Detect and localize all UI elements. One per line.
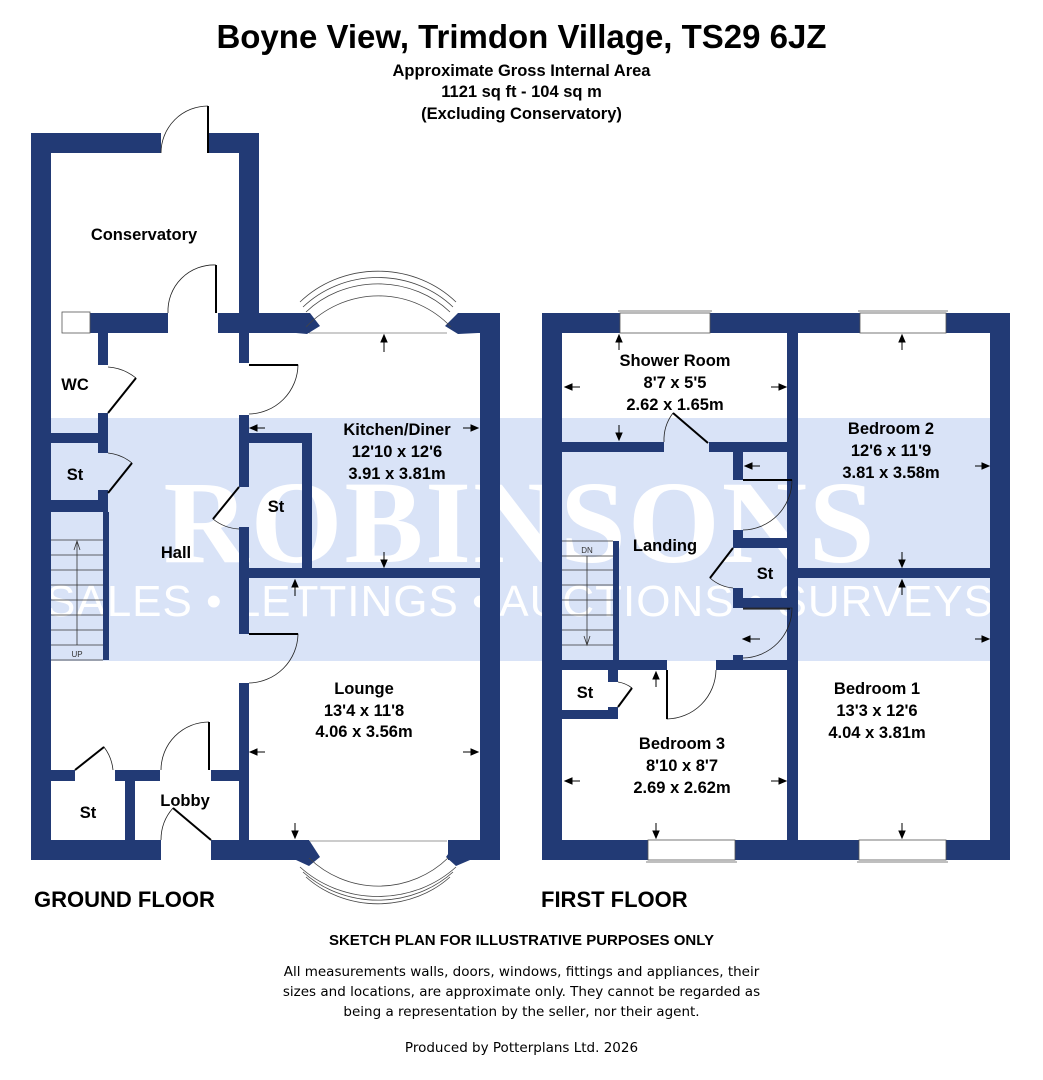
stairs-up-label: UP (71, 650, 82, 659)
room-store-3: St (80, 804, 97, 822)
room-store-2: St (268, 498, 285, 516)
area-note: (Excluding Conservatory) (421, 105, 622, 123)
watermark-tagline: SALES • LETTINGS • AUCTIONS • SURVEYS (46, 577, 994, 626)
watermark-band (50, 418, 990, 661)
disclaimer-body: All measurements walls, doors, windows, … (0, 962, 1043, 1022)
disclaimer-line-2: sizes and locations, are approximate onl… (282, 984, 761, 1000)
area-value: 1121 sq ft - 104 sq m (441, 83, 602, 101)
room-bedroom-2: Bedroom 2 (848, 420, 934, 438)
room-shower-room: Shower Room (620, 352, 731, 370)
room-bedroom-3-metric: 2.69 x 2.62m (633, 779, 730, 797)
producer-credit: Produced by Potterplans Ltd. 2026 (404, 1040, 639, 1056)
room-bedroom-1: Bedroom 1 (834, 680, 920, 698)
room-lounge-imperial: 13'4 x 11'8 (324, 702, 404, 720)
room-store-bed3: St (577, 684, 594, 702)
room-bedroom-2-metric: 3.81 x 3.58m (842, 464, 939, 482)
disclaimer-line-1: All measurements walls, doors, windows, … (283, 964, 760, 980)
plan-title: Boyne View, Trimdon Village, TS29 6JZ (216, 18, 827, 55)
room-bedroom-1-metric: 4.04 x 3.81m (828, 724, 925, 742)
ground-floor-label: GROUND FLOOR (34, 887, 215, 912)
room-bedroom-3: Bedroom 3 (639, 735, 725, 753)
disclaimer-title: SKETCH PLAN FOR ILLUSTRATIVE PURPOSES ON… (328, 932, 715, 949)
first-floor-plan: DN Shower Room 8'7 x 5'5 2.62 x 1.65m Be… (542, 310, 1010, 863)
room-bedroom-2-imperial: 12'6 x 11'9 (851, 442, 931, 460)
room-shower-room-metric: 2.62 x 1.65m (626, 396, 723, 414)
area-label: Approximate Gross Internal Area (392, 62, 651, 80)
room-kitchen-diner-imperial: 12'10 x 12'6 (352, 443, 442, 461)
room-kitchen-diner-metric: 3.91 x 3.81m (348, 465, 445, 483)
stairs-up (51, 539, 103, 661)
watermark-brand: ROBINSONS (163, 457, 876, 588)
first-floor-label: FIRST FLOOR (541, 887, 688, 912)
disclaimer-line-3: being a representation by the seller, no… (343, 1004, 700, 1020)
room-lobby: Lobby (160, 792, 210, 810)
room-store-1: St (67, 466, 84, 484)
room-bedroom-1-imperial: 13'3 x 12'6 (836, 702, 917, 720)
room-landing: Landing (633, 537, 697, 555)
room-kitchen-diner: Kitchen/Diner (343, 421, 451, 439)
room-wc: WC (61, 376, 89, 394)
stairs-down (562, 540, 613, 647)
room-bedroom-3-imperial: 8'10 x 8'7 (646, 757, 718, 775)
room-shower-room-imperial: 8'7 x 5'5 (644, 374, 707, 392)
room-hall: Hall (161, 544, 191, 562)
ground-floor-plan: UP Conservatory WC St Hall St Kitchen/Di… (31, 105, 500, 905)
stairs-down-label: DN (581, 546, 593, 555)
room-store-landing: St (757, 565, 774, 583)
room-lounge: Lounge (334, 680, 394, 698)
room-lounge-metric: 4.06 x 3.56m (315, 723, 412, 741)
room-conservatory: Conservatory (91, 226, 198, 244)
